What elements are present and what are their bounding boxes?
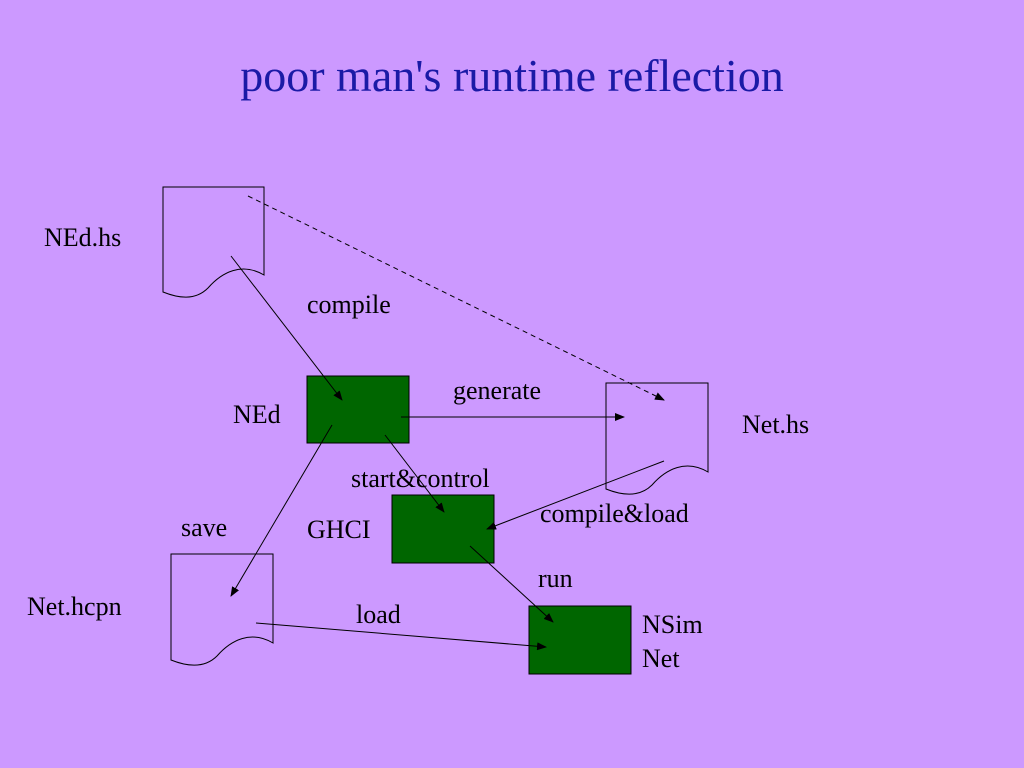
process-box-nsim-net: [528, 605, 632, 675]
arrow-start-control: [384, 434, 445, 513]
arrow-run: [469, 545, 554, 623]
process-box-ned: [306, 375, 410, 444]
node-label-net-hs: Net.hs: [742, 410, 810, 439]
edge-label-start-control: start&control: [351, 464, 490, 493]
arrow-load: [255, 622, 547, 651]
document-shape-net-hcpn: [170, 553, 274, 666]
node-label-nsim: NSim: [642, 610, 703, 639]
process-box-ghci: [391, 494, 495, 564]
document-shape-net-hs: [605, 382, 709, 495]
node-label-ned-hs: NEd.hs: [44, 223, 122, 252]
edge-label-run: run: [538, 564, 573, 593]
edge-label-compile: compile: [307, 290, 391, 319]
arrow-save: [230, 424, 333, 597]
node-label-net: Net: [642, 644, 680, 673]
edge-label-compile-load: compile&load: [540, 499, 689, 528]
edge-label-save: save: [181, 513, 228, 542]
document-shape-ned-hs: [162, 186, 265, 298]
arrow-compile: [230, 255, 343, 401]
arrow-compile-load: [486, 460, 665, 530]
edge-label-load: load: [356, 600, 401, 629]
node-label-net-hcpn: Net.hcpn: [27, 592, 122, 621]
node-label-ghci: GHCI: [307, 515, 371, 544]
node-label-ned: NEd: [233, 400, 281, 429]
edge-label-generate: generate: [453, 376, 542, 405]
page-title: poor man's runtime reflection: [240, 50, 784, 101]
